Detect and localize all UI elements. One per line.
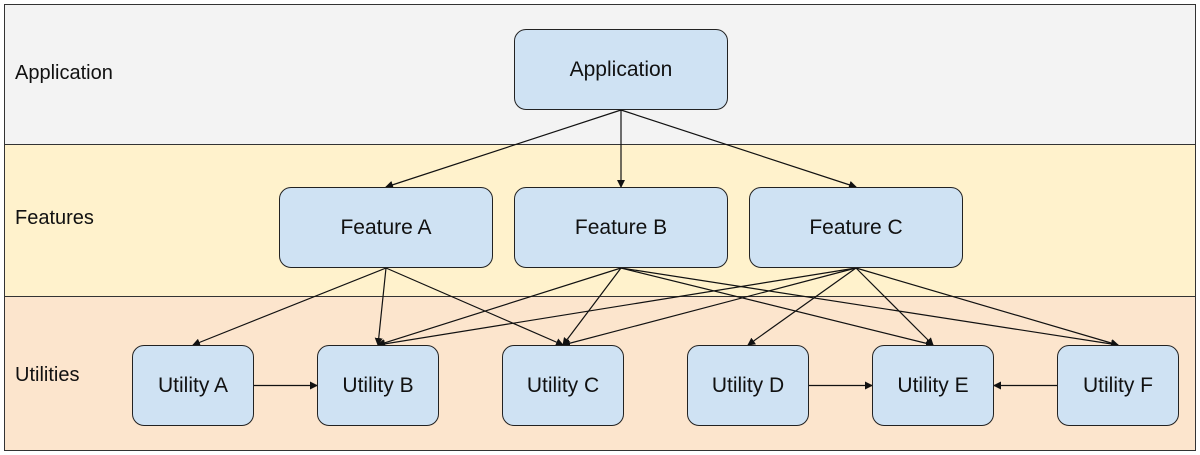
feature-a-node[interactable]: Feature A — [279, 187, 493, 268]
feature-b-node[interactable]: Feature B — [514, 187, 728, 268]
feature-c-node[interactable]: Feature C — [749, 187, 963, 268]
utilities-layer-label: Utilities — [15, 364, 80, 386]
utility-e-node[interactable]: Utility E — [872, 345, 994, 426]
utility-b-node[interactable]: Utility B — [317, 345, 439, 426]
utility-c-node[interactable]: Utility C — [502, 345, 624, 426]
utility-f-node[interactable]: Utility F — [1057, 345, 1179, 426]
application-layer-label: Application — [15, 62, 113, 84]
utility-d-node[interactable]: Utility D — [687, 345, 809, 426]
application-node[interactable]: Application — [514, 29, 728, 110]
features-layer-label: Features — [15, 207, 94, 229]
utility-a-node[interactable]: Utility A — [132, 345, 254, 426]
